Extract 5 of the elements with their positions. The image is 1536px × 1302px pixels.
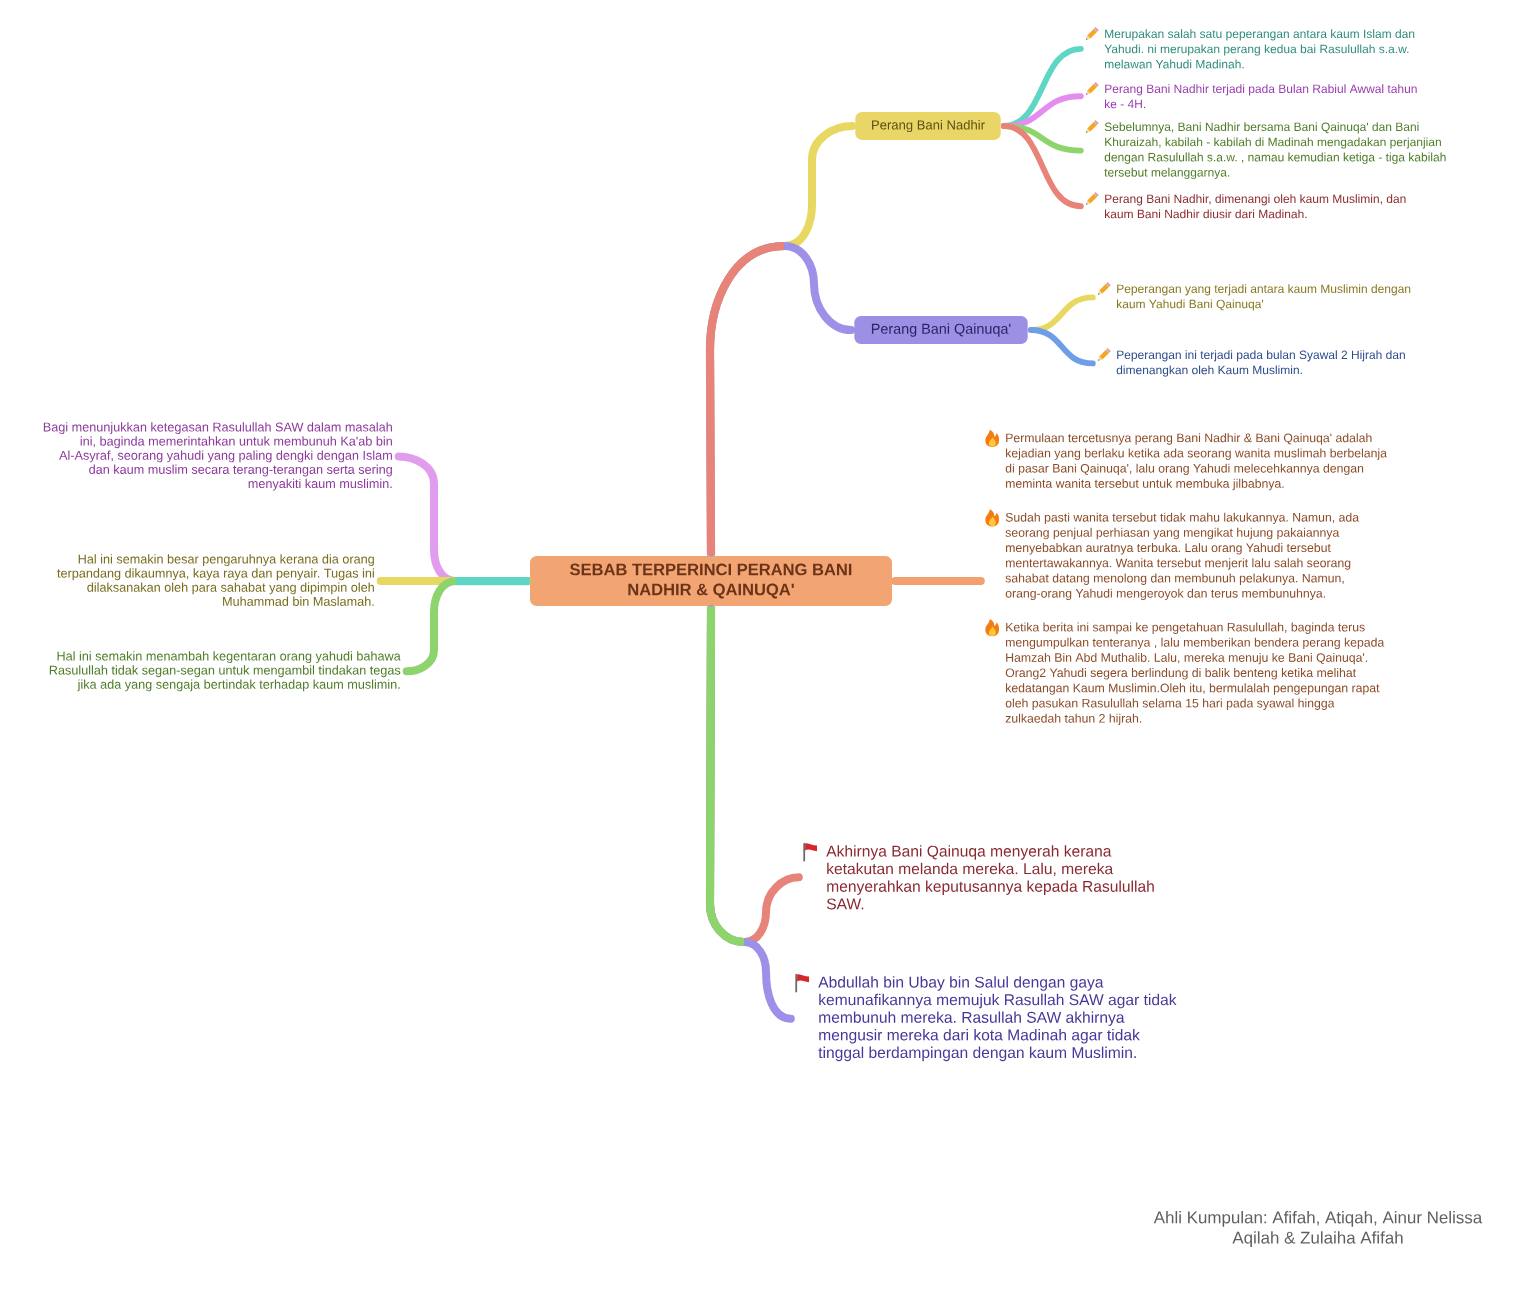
credits-text: Ahli Kumpulan: Afifah, Atiqah, Ainur Nelissa Aqilah & Zulaiha Afifah xyxy=(1153,1211,1483,1248)
branch-line xyxy=(1000,123,1084,210)
central-topic-box: SEBAB TERPERINCI PERANG BANI NADHIR & QAINUQA' xyxy=(530,556,892,606)
branch-line xyxy=(1027,327,1096,367)
branch-line xyxy=(891,577,985,585)
